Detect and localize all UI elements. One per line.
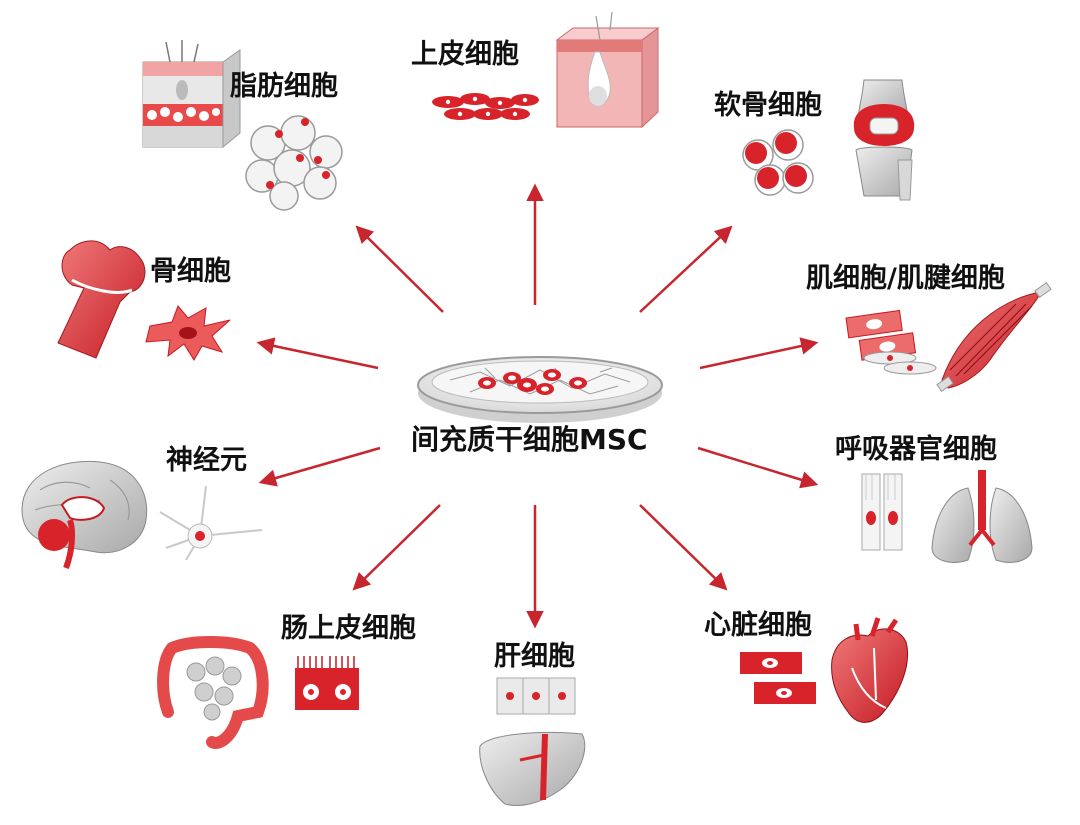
label-neuron: 神经元 (166, 445, 247, 476)
arrows (256, 183, 819, 629)
heart-illustration (831, 617, 909, 723)
epithelial-cells-illustration (432, 93, 539, 120)
center-label-msc: 间充质干细胞MSC (411, 423, 648, 456)
label-cardiomyocyte: 心脏细胞 (704, 610, 812, 641)
neuron-cell-illustration (159, 485, 263, 561)
knee-joint-illustration (853, 79, 915, 201)
adipose-tissue-illustration (142, 40, 241, 149)
cardiomyocytes-illustration (740, 652, 816, 704)
label-intestinal: 肠上皮细胞 (281, 613, 416, 644)
muscle-cells-illustration (845, 309, 937, 375)
label-chondrocyte: 软骨细胞 (714, 90, 822, 121)
label-respiratory: 呼吸器官细胞 (835, 434, 997, 465)
label-epithelial: 上皮细胞 (411, 39, 519, 70)
arrow-to-neuron (258, 446, 381, 487)
skeletal-muscle-illustration (936, 282, 1052, 392)
arrow-to-adipocyte (355, 225, 444, 313)
arrow-to-intestinal (352, 504, 441, 591)
arrow-to-cardiomyocyte (639, 504, 728, 591)
fat-cells-illustration (245, 115, 343, 211)
lungs-illustration (931, 470, 1033, 563)
label-hepatocyte: 肝细胞 (494, 641, 575, 672)
arrow-to-osteocyte (256, 337, 379, 370)
hepatocytes-illustration (496, 677, 576, 715)
airway-cells-illustration (861, 473, 903, 551)
bone-illustration (57, 240, 146, 359)
intestine-illustration (157, 636, 269, 749)
petri-dish (417, 356, 663, 423)
arrow-to-respiratory (697, 446, 819, 489)
chondrocytes-illustration (742, 129, 814, 196)
arrow-to-chondrocyte (639, 225, 733, 313)
brain-illustration (21, 460, 148, 570)
skin-block-illustration (555, 11, 660, 129)
intestinal-villi-cells-illustration (295, 656, 359, 710)
label-muscle-tendon: 肌细胞/肌腱细胞 (806, 263, 1005, 294)
label-osteocyte: 骨细胞 (150, 256, 231, 287)
liver-illustration (479, 732, 586, 806)
arrow-to-muscle (699, 337, 819, 370)
osteocyte-cell-illustration (145, 305, 231, 361)
label-adipocyte: 脂肪细胞 (230, 71, 338, 102)
